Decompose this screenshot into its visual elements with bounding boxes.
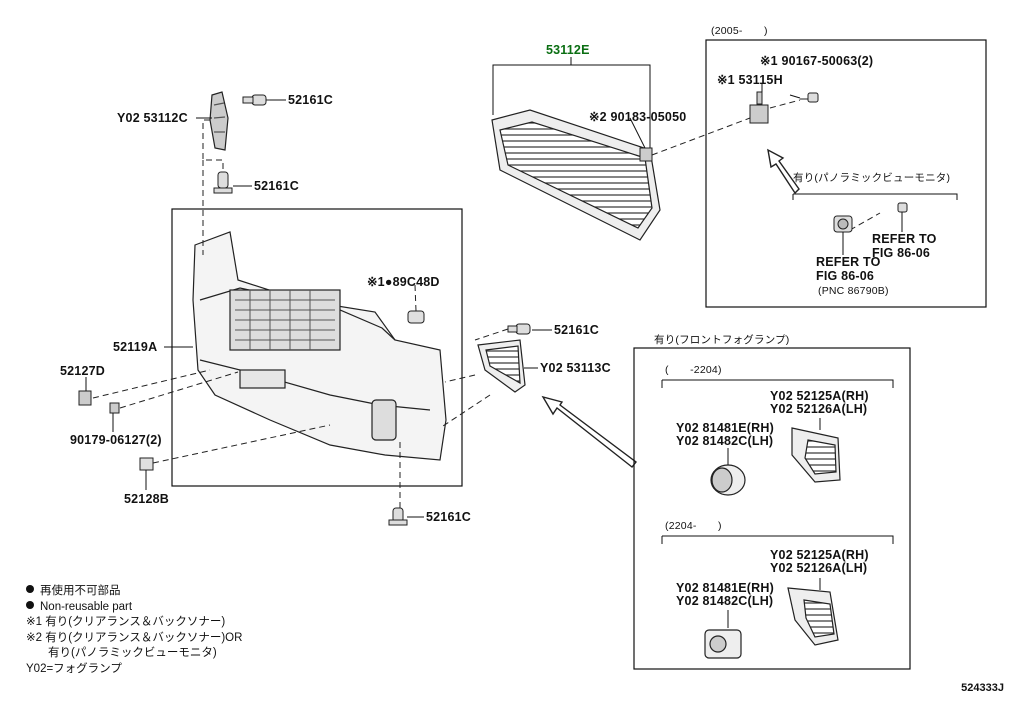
bolt-camera: [897, 202, 908, 213]
camera-icon: [833, 215, 853, 233]
label-52161c-mid[interactable]: 52161C: [254, 179, 299, 193]
clip-90183-icon: [639, 147, 653, 162]
label-52128b[interactable]: 52128B: [124, 492, 169, 506]
panorama-title: 有り(パノラミックビューモニタ): [793, 171, 950, 184]
label-53112e[interactable]: 53112E: [546, 43, 590, 57]
bumper-cover: [192, 231, 447, 461]
label-y02-53113c[interactable]: Y02 53113C: [540, 361, 611, 375]
part-52127d-icon: [78, 390, 92, 406]
foglamp-title: 有り(フロントフォグランプ): [654, 333, 789, 346]
clip-icon-mid: [213, 171, 233, 194]
label-late-52126a[interactable]: Y02 52126A(LH): [770, 561, 867, 575]
part-90179-icon: [109, 402, 120, 414]
bullet-icon: [26, 585, 34, 593]
arrow-to-foglamp: [541, 395, 637, 468]
foglamp-late-period: (2204- ): [665, 520, 722, 532]
label-52161c-top[interactable]: 52161C: [288, 93, 333, 107]
legend-line-1: 再使用不可部品: [26, 584, 242, 600]
refer1-line1[interactable]: REFER TO: [872, 232, 937, 246]
label-52127d[interactable]: 52127D: [60, 364, 105, 378]
legend-line-4: ※2 有り(クリアランス＆バックソナー)OR: [26, 631, 243, 644]
label-52119a[interactable]: 52119A: [113, 340, 157, 354]
label-late-81482c[interactable]: Y02 81482C(LH): [676, 594, 773, 608]
panorama-period: (2005- ): [711, 25, 768, 37]
part-89c48d-icon: [407, 310, 425, 324]
label-early-81482c[interactable]: Y02 81482C(LH): [676, 434, 773, 448]
label-52161c-right[interactable]: 52161C: [554, 323, 599, 337]
arrow-to-panorama: [767, 148, 800, 195]
fog-lamp-early: [710, 464, 746, 496]
fog-lamp-late: [704, 629, 742, 659]
clip-icon-top: [242, 94, 267, 106]
panorama-box: [705, 39, 987, 308]
label-early-52126a[interactable]: Y02 52126A(LH): [770, 402, 867, 416]
fog-bezel-early: [791, 427, 841, 483]
legend-line-6: Y02=フォグランプ: [26, 662, 122, 675]
grille-53112e: [491, 109, 661, 241]
refer1-line2[interactable]: FIG 86-06: [872, 246, 930, 260]
label-52161c-bottom[interactable]: 52161C: [426, 510, 471, 524]
bolt-90167: [800, 92, 819, 103]
legend-line-5: 有り(パノラミックビューモニタ): [48, 647, 217, 659]
clip-icon-bottom: [388, 507, 408, 526]
label-late-52125a[interactable]: Y02 52125A(RH): [770, 548, 869, 562]
figure-code: 524333J: [961, 682, 1004, 694]
foglamp-early-period: ( -2204): [665, 364, 722, 376]
label-53115h[interactable]: ※1 53115H: [717, 73, 783, 87]
legend-line-3: ※1 有り(クリアランス＆バックソナー): [26, 616, 226, 628]
label-late-81481e[interactable]: Y02 81481E(RH): [676, 581, 774, 595]
label-90179[interactable]: 90179-06127(2): [70, 433, 162, 447]
label-early-52125a[interactable]: Y02 52125A(RH): [770, 389, 869, 403]
label-90167[interactable]: ※1 90167-50063(2): [760, 54, 873, 68]
label-90183[interactable]: ※2 90183-05050: [589, 110, 686, 124]
bullet-icon: [26, 600, 34, 609]
fog-cover-53113c: [477, 339, 526, 393]
refer2-line2[interactable]: FIG 86-06: [816, 269, 874, 283]
part-52128b-icon: [139, 457, 154, 471]
clip-icon-right: [507, 323, 531, 335]
label-y02-53112c[interactable]: Y02 53112C: [117, 111, 188, 125]
label-early-81481e[interactable]: Y02 81481E(RH): [676, 421, 774, 435]
label-89c48d[interactable]: ※1●89C48D: [367, 275, 440, 289]
fog-bezel-late: [787, 587, 839, 646]
legend: 再使用不可部品 Non-reusable part ※1 有り(クリアランス＆バ…: [26, 584, 242, 677]
refer2-line3: (PNC 86790B): [818, 285, 889, 297]
refer2-line1[interactable]: REFER TO: [816, 255, 881, 269]
foglamp-box: [633, 347, 911, 670]
legend-line-2: Non-reusable part: [26, 600, 242, 616]
bracket-53112c: [209, 91, 229, 151]
sensor-53115h: [749, 91, 769, 124]
